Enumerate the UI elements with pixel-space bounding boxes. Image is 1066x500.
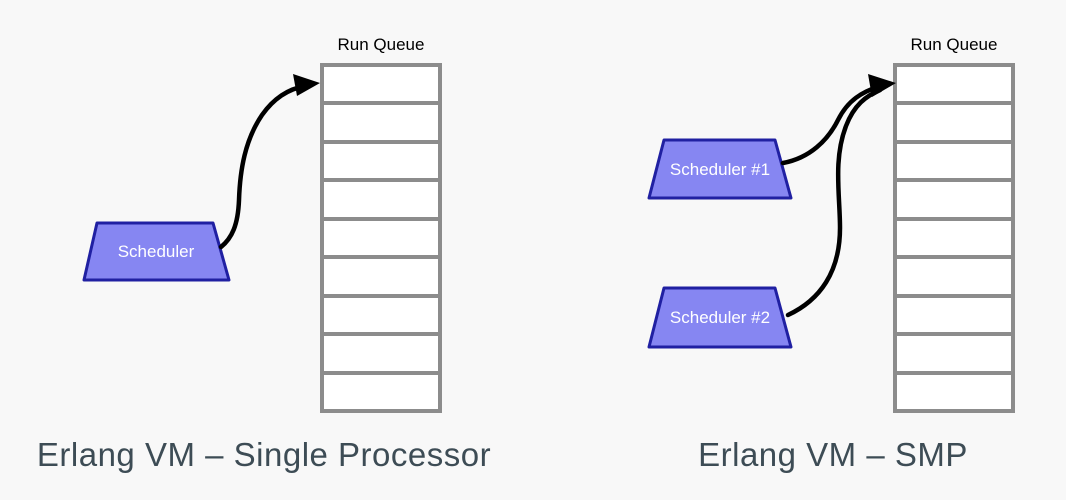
run-queue-label-left: Run Queue [337,35,425,54]
arrow-scheduler2-to-queue [785,87,883,318]
scheduler-shape [82,221,231,282]
arrow-scheduler-to-queue [218,83,308,250]
run-queue-label-right: Run Queue [910,35,998,54]
queue-cell [897,259,1011,294]
queue-cell [324,67,438,102]
queue-cell [324,105,438,140]
queue-cell [324,182,438,217]
scheduler-1-label: Scheduler #1 [670,160,770,179]
queue-cell [897,374,1011,409]
caption-smp: Erlang VM – SMP [698,436,968,473]
queue-cell [324,336,438,371]
queue-cell [324,143,438,179]
arrow-scheduler1-to-queue [780,83,883,166]
caption-single-processor: Erlang VM – Single Processor [36,436,492,473]
scheduler-label: Scheduler [118,242,195,261]
scheduler-1-shape [647,138,793,200]
scheduler-2-label: Scheduler #2 [670,308,770,327]
arrowhead-right [868,74,896,97]
queue-cell [897,220,1011,256]
queue-cell [324,374,438,409]
run-queue-right [893,63,1015,413]
queue-cell [324,220,438,256]
queue-cell [897,297,1011,333]
queue-cell [897,105,1011,140]
queue-cell [324,259,438,294]
arrowhead-left [293,74,320,96]
queue-cell [897,67,1011,102]
queue-cell [324,297,438,333]
scheduler-2-shape [647,286,793,349]
queue-cell [897,336,1011,371]
run-queue-left [320,63,442,413]
queue-cell [897,143,1011,179]
queue-cell [897,182,1011,217]
